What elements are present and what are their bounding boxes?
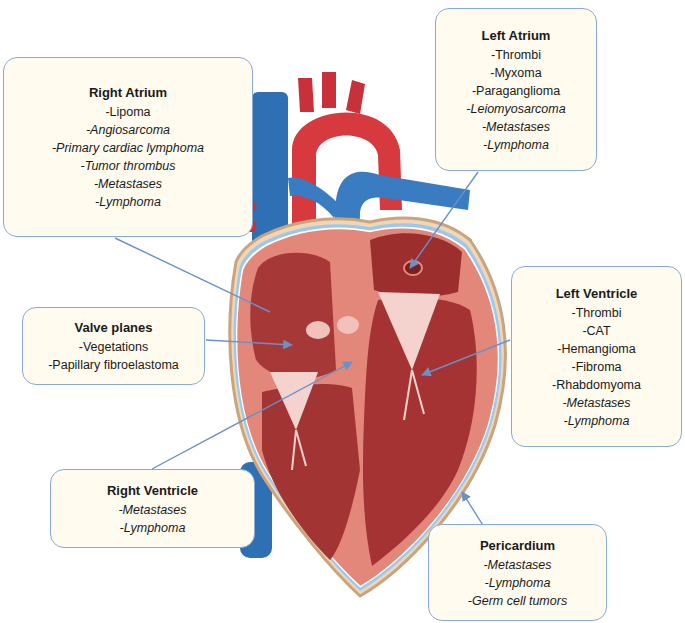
callout-box: Pericardium-Metastases-Lymphoma-Germ cel… — [428, 524, 607, 621]
list-item: -Paraganglioma — [472, 82, 560, 100]
list-item: -Papillary fibroelastoma — [48, 356, 179, 374]
list-item: -Thrombi — [571, 304, 621, 322]
list-item: -Metastases — [482, 118, 550, 136]
list-item: -Germ cell tumors — [468, 592, 567, 610]
list-item: -Tumor thrombus — [81, 157, 176, 175]
list-item: -CAT — [582, 322, 610, 340]
list-item: -Angiosarcoma — [86, 121, 170, 139]
list-item: -Metastases — [94, 175, 162, 193]
callout-box: Right Atrium-Lipoma-Angiosarcoma-Primary… — [3, 57, 253, 237]
list-item: -Lymphoma — [564, 412, 630, 430]
box-heading: Right Ventricle — [107, 481, 198, 500]
list-item: -Lipoma — [105, 103, 150, 121]
callout-box: Left Atrium-Thrombi-Myxoma-Paraganglioma… — [435, 8, 597, 171]
callout-box: Left Ventricle-Thrombi-CAT-Hemangioma-Fi… — [511, 266, 682, 447]
list-item: -Metastases — [562, 394, 630, 412]
list-item: -Hemangioma — [557, 340, 636, 358]
list-item: -Rhabdomyoma — [552, 376, 641, 394]
list-item: -Vegetations — [79, 338, 149, 356]
list-item: -Primary cardiac lymphoma — [52, 139, 204, 157]
list-item: -Fibroma — [571, 358, 621, 376]
list-item: -Lymphoma — [120, 519, 186, 537]
callout-box: Valve planes-Vegetations-Papillary fibro… — [22, 307, 205, 385]
list-item: -Metastases — [483, 556, 551, 574]
box-heading: Valve planes — [74, 318, 152, 337]
box-heading: Right Atrium — [89, 83, 167, 102]
callout-box: Right Ventricle-Metastases-Lymphoma — [50, 469, 255, 548]
list-item: -Lymphoma — [485, 574, 551, 592]
box-heading: Left Ventricle — [556, 284, 638, 303]
list-item: -Lymphoma — [95, 193, 161, 211]
list-item: -Metastases — [118, 501, 186, 519]
list-item: -Lymphoma — [483, 136, 549, 154]
list-item: -Thrombi — [491, 46, 541, 64]
list-item: -Leiomyosarcoma — [466, 100, 565, 118]
box-heading: Left Atrium — [482, 26, 551, 45]
list-item: -Myxoma — [490, 64, 541, 82]
box-heading: Pericardium — [480, 536, 555, 555]
